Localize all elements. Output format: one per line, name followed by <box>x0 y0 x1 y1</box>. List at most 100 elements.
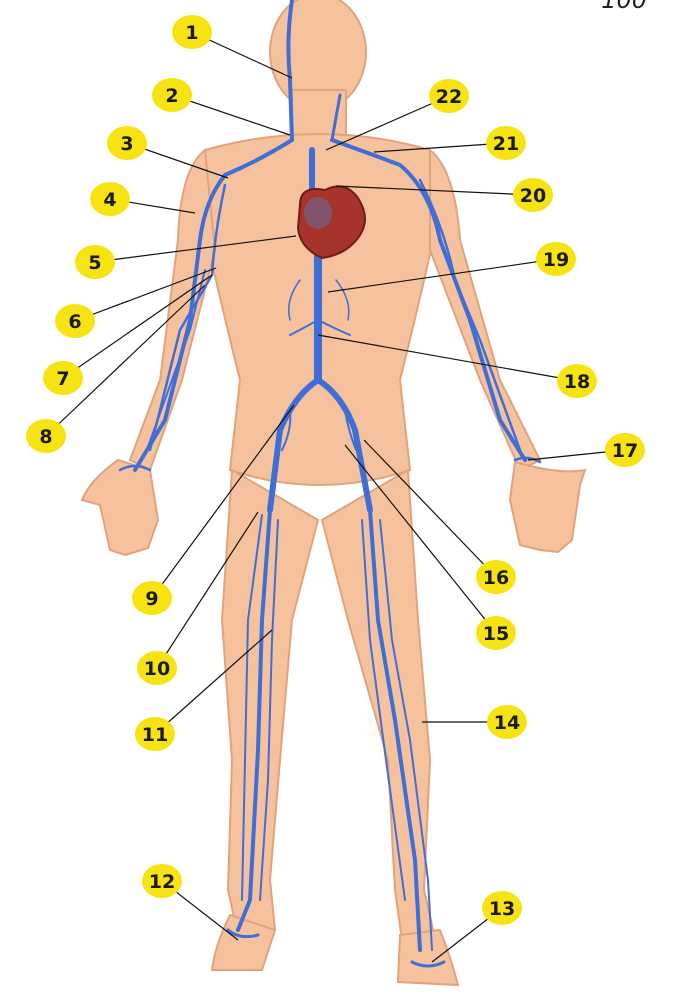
label-bubble <box>482 891 522 925</box>
label-bubble <box>90 182 130 216</box>
label-bubble <box>26 419 66 453</box>
foot-arch-left <box>410 960 446 968</box>
leader-line-21 <box>373 142 507 153</box>
label-bubble <box>152 78 192 112</box>
label-bubble <box>476 616 516 650</box>
label-number: 6 <box>68 311 81 333</box>
heart <box>296 185 366 260</box>
label-bubble <box>43 361 83 395</box>
label-marker-3: 3 <box>107 126 147 160</box>
label-number: 9 <box>145 588 158 610</box>
label-marker-14: 14 <box>487 705 527 739</box>
cephalic-vein-left <box>418 178 522 452</box>
label-bubble <box>429 79 469 113</box>
label-marker-9: 9 <box>132 581 172 615</box>
hand-arch-left <box>513 456 542 464</box>
page-number: 100 <box>601 0 647 14</box>
label-number: 12 <box>149 871 175 893</box>
label-marker-13: 13 <box>482 891 522 925</box>
leader-line-22 <box>325 95 450 151</box>
label-number: 13 <box>489 898 515 920</box>
label-bubble <box>172 15 212 49</box>
label-bubble <box>132 581 172 615</box>
label-bubble <box>536 242 576 276</box>
label-bubble <box>487 705 527 739</box>
label-number: 4 <box>103 189 116 211</box>
label-number: 5 <box>88 252 101 274</box>
foot-arch-right <box>226 928 260 939</box>
label-marker-5: 5 <box>75 245 115 279</box>
label-number: 2 <box>165 85 178 107</box>
label-marker-12: 12 <box>142 864 182 898</box>
label-number: 3 <box>120 133 133 155</box>
label-marker-20: 20 <box>513 178 553 212</box>
arm-vein-right <box>133 138 294 472</box>
label-bubble <box>513 178 553 212</box>
leader-line-20 <box>335 185 534 196</box>
cephalic-vein-right <box>148 183 227 452</box>
leader-line-6 <box>74 267 217 322</box>
label-marker-19: 19 <box>536 242 576 276</box>
label-bubble <box>605 433 645 467</box>
label-marker-17: 17 <box>605 433 645 467</box>
label-number: 14 <box>494 712 520 734</box>
label-marker-8: 8 <box>26 419 66 453</box>
internal-iliac-veins <box>281 409 357 451</box>
label-bubble <box>557 364 597 398</box>
label-bubble <box>476 560 516 594</box>
label-number: 20 <box>520 185 546 207</box>
label-bubble <box>137 651 177 685</box>
label-marker-11: 11 <box>135 717 175 751</box>
label-marker-16: 16 <box>476 560 516 594</box>
label-number: 10 <box>144 658 170 680</box>
femoral-vein-left <box>368 508 422 952</box>
leader-line-8 <box>45 284 206 437</box>
leader-line-2 <box>171 94 291 136</box>
label-number: 1 <box>185 22 198 44</box>
vein-network <box>118 0 542 968</box>
label-marker-6: 6 <box>55 304 95 338</box>
leader-line-19 <box>327 258 557 293</box>
label-number: 17 <box>612 440 638 462</box>
label-marker-4: 4 <box>90 182 130 216</box>
label-bubble <box>486 126 526 160</box>
renal-veins <box>289 319 351 336</box>
leader-line-10 <box>156 511 259 669</box>
label-number: 18 <box>564 371 590 393</box>
label-marker-7: 7 <box>43 361 83 395</box>
iliac-vein-left <box>315 377 373 513</box>
label-bubble <box>55 304 95 338</box>
label-number: 11 <box>142 724 168 746</box>
label-marker-18: 18 <box>557 364 597 398</box>
leader-line-11 <box>154 629 273 735</box>
jugular-vein-right <box>286 0 294 142</box>
label-number: 8 <box>39 426 52 448</box>
femoral-vein-right <box>236 508 272 932</box>
label-bubble <box>142 864 182 898</box>
label-bubble <box>75 245 115 279</box>
label-number: 15 <box>483 623 509 645</box>
label-number: 21 <box>493 133 519 155</box>
leader-line-5 <box>94 235 297 263</box>
hand-left <box>508 460 587 554</box>
label-marker-1: 1 <box>172 15 212 49</box>
hand-right <box>80 458 160 557</box>
saphenous-vein-right <box>241 514 263 901</box>
leg-vein-left-2 <box>361 519 406 901</box>
label-marker-10: 10 <box>137 651 177 685</box>
label-number: 7 <box>56 368 69 390</box>
foot-left <box>396 928 460 987</box>
arm-vein-left <box>330 138 527 462</box>
leader-line-9 <box>151 404 295 599</box>
label-bubble <box>135 717 175 751</box>
arm-right <box>128 148 217 472</box>
leg-vein-right-2 <box>259 519 279 901</box>
hepatic-veins <box>288 279 350 321</box>
jugular-vein-left <box>330 93 342 142</box>
label-marker-2: 2 <box>152 78 192 112</box>
label-marker-15: 15 <box>476 616 516 650</box>
iliac-vein-right <box>267 377 321 513</box>
